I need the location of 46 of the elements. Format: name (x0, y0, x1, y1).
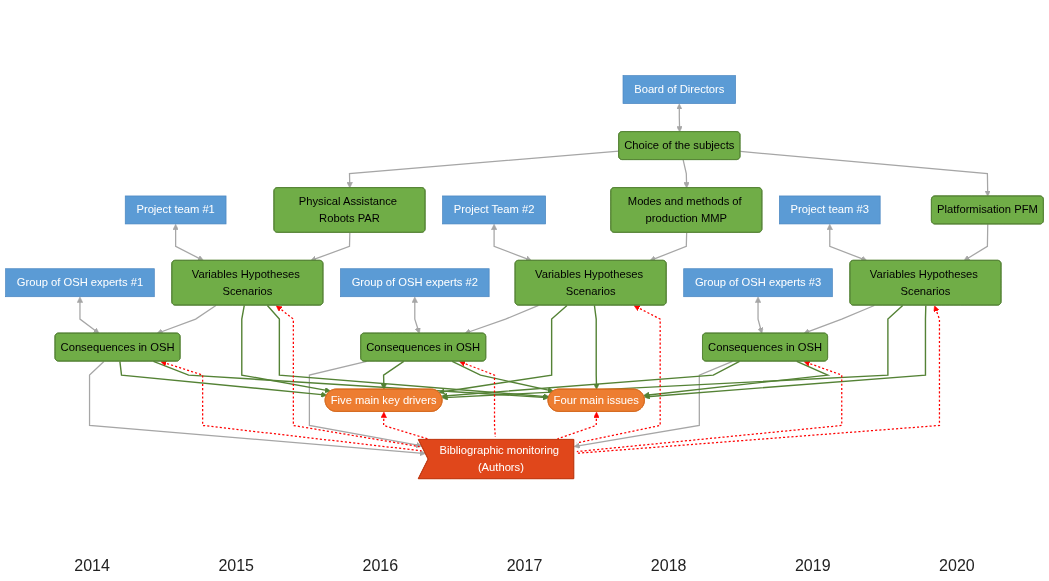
node-box: Group of OSH experts #1 (5, 268, 155, 298)
arrow (643, 361, 831, 399)
arrow (643, 305, 927, 400)
year-label: 2020 (939, 557, 975, 575)
arrow (576, 305, 941, 455)
arrow (739, 151, 991, 197)
arrow (593, 305, 600, 391)
arrow (826, 224, 868, 262)
arrow (676, 103, 683, 133)
node-box: Project Team #2 (442, 195, 546, 225)
arrow (576, 360, 843, 453)
arrow (803, 305, 875, 335)
arrow (88, 361, 426, 457)
arrow (76, 297, 100, 335)
year-label: 2016 (362, 557, 399, 575)
arrow (346, 150, 620, 189)
arrow (438, 305, 568, 395)
arrow (556, 412, 600, 440)
arrow (451, 361, 554, 394)
arrow (963, 224, 989, 262)
node-box: Group of OSH experts #3 (683, 268, 833, 298)
arrow (160, 360, 423, 452)
node-box: Group of OSH experts #2 (340, 268, 490, 298)
arrow (576, 305, 661, 444)
arrow (649, 232, 688, 262)
arrow (241, 305, 331, 394)
year-label: 2014 (74, 557, 110, 575)
year-label: 2019 (794, 557, 831, 575)
node-box: Project team #1 (124, 195, 227, 225)
arrow (441, 361, 741, 400)
arrow (275, 305, 421, 448)
arrow (310, 232, 351, 262)
arrow (172, 224, 204, 262)
arrow (119, 361, 328, 399)
arrow (156, 305, 217, 335)
year-label: 2018 (650, 557, 687, 575)
node-box: Board of Directors (622, 75, 736, 105)
node-box: Project team #3 (779, 195, 881, 225)
arrow (754, 297, 764, 335)
arrow (411, 297, 421, 335)
year-label: 2017 (506, 557, 543, 575)
arrow (491, 224, 532, 262)
arrow (380, 412, 429, 440)
year-label: 2015 (218, 557, 254, 575)
arrow (308, 361, 423, 449)
arrow (682, 159, 690, 189)
